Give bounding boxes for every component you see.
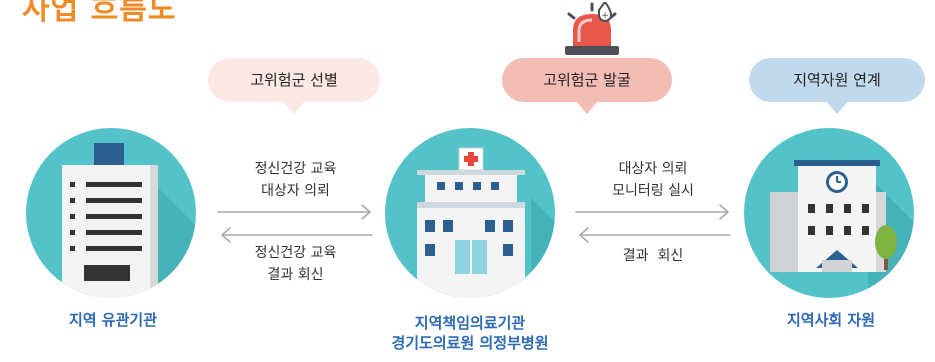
bubble-tail bbox=[826, 101, 848, 114]
bubble-tail bbox=[283, 101, 305, 114]
local-agency-node bbox=[26, 128, 196, 298]
flow-line: 모니터링 실시 bbox=[612, 183, 694, 199]
flow-line: 대상자 의뢰 bbox=[261, 183, 330, 199]
office-building-icon bbox=[62, 143, 196, 298]
flow-line: 결과 회신 bbox=[622, 248, 684, 264]
page-title: 사업 흐름도 bbox=[22, 0, 177, 27]
flow-text-left-back: 정신건강 교육 결과 회신 bbox=[218, 242, 373, 286]
bubble-high-risk-discovery: 고위험군 발굴 bbox=[502, 58, 672, 114]
siren-icon: + bbox=[565, 2, 619, 55]
flow-text-left-forward: 정신건강 교육 대상자 의뢰 bbox=[218, 158, 373, 202]
local-agency-label: 지역 유관기관 bbox=[68, 311, 158, 329]
flow-text-right-back: 결과 회신 bbox=[574, 245, 732, 267]
flow-text-right-forward: 대상자 의뢰 모니터링 실시 bbox=[574, 158, 732, 202]
svg-text:+: + bbox=[601, 11, 609, 21]
hospital-label-line2: 경기도의료원 의정부병원 bbox=[391, 334, 549, 352]
flow-line: 정신건강 교육 bbox=[254, 245, 337, 261]
hospital-label: 지역책임의료기관 경기도의료원 의정부병원 bbox=[360, 313, 580, 353]
bubble-tail bbox=[576, 101, 598, 114]
bubble-resource-linkage: 지역자원 연계 bbox=[749, 58, 925, 114]
community-label: 지역사회 자원 bbox=[786, 311, 876, 329]
community-center-icon bbox=[770, 160, 914, 298]
bubble-label: 고위험군 발굴 bbox=[543, 71, 631, 89]
flow-line: 정신건강 교육 bbox=[254, 161, 337, 177]
hospital-label-line1: 지역책임의료기관 bbox=[414, 314, 526, 332]
bubble-high-risk-screening: 고위험군 선별 bbox=[208, 58, 380, 114]
community-node bbox=[744, 128, 914, 298]
flow-line: 대상자 의뢰 bbox=[618, 161, 688, 177]
bubble-label: 고위험군 선별 bbox=[250, 71, 338, 89]
hospital-icon bbox=[417, 147, 555, 298]
flow-line: 결과 회신 bbox=[267, 267, 324, 283]
hospital-node bbox=[385, 128, 555, 298]
bubble-label: 지역자원 연계 bbox=[793, 71, 881, 89]
